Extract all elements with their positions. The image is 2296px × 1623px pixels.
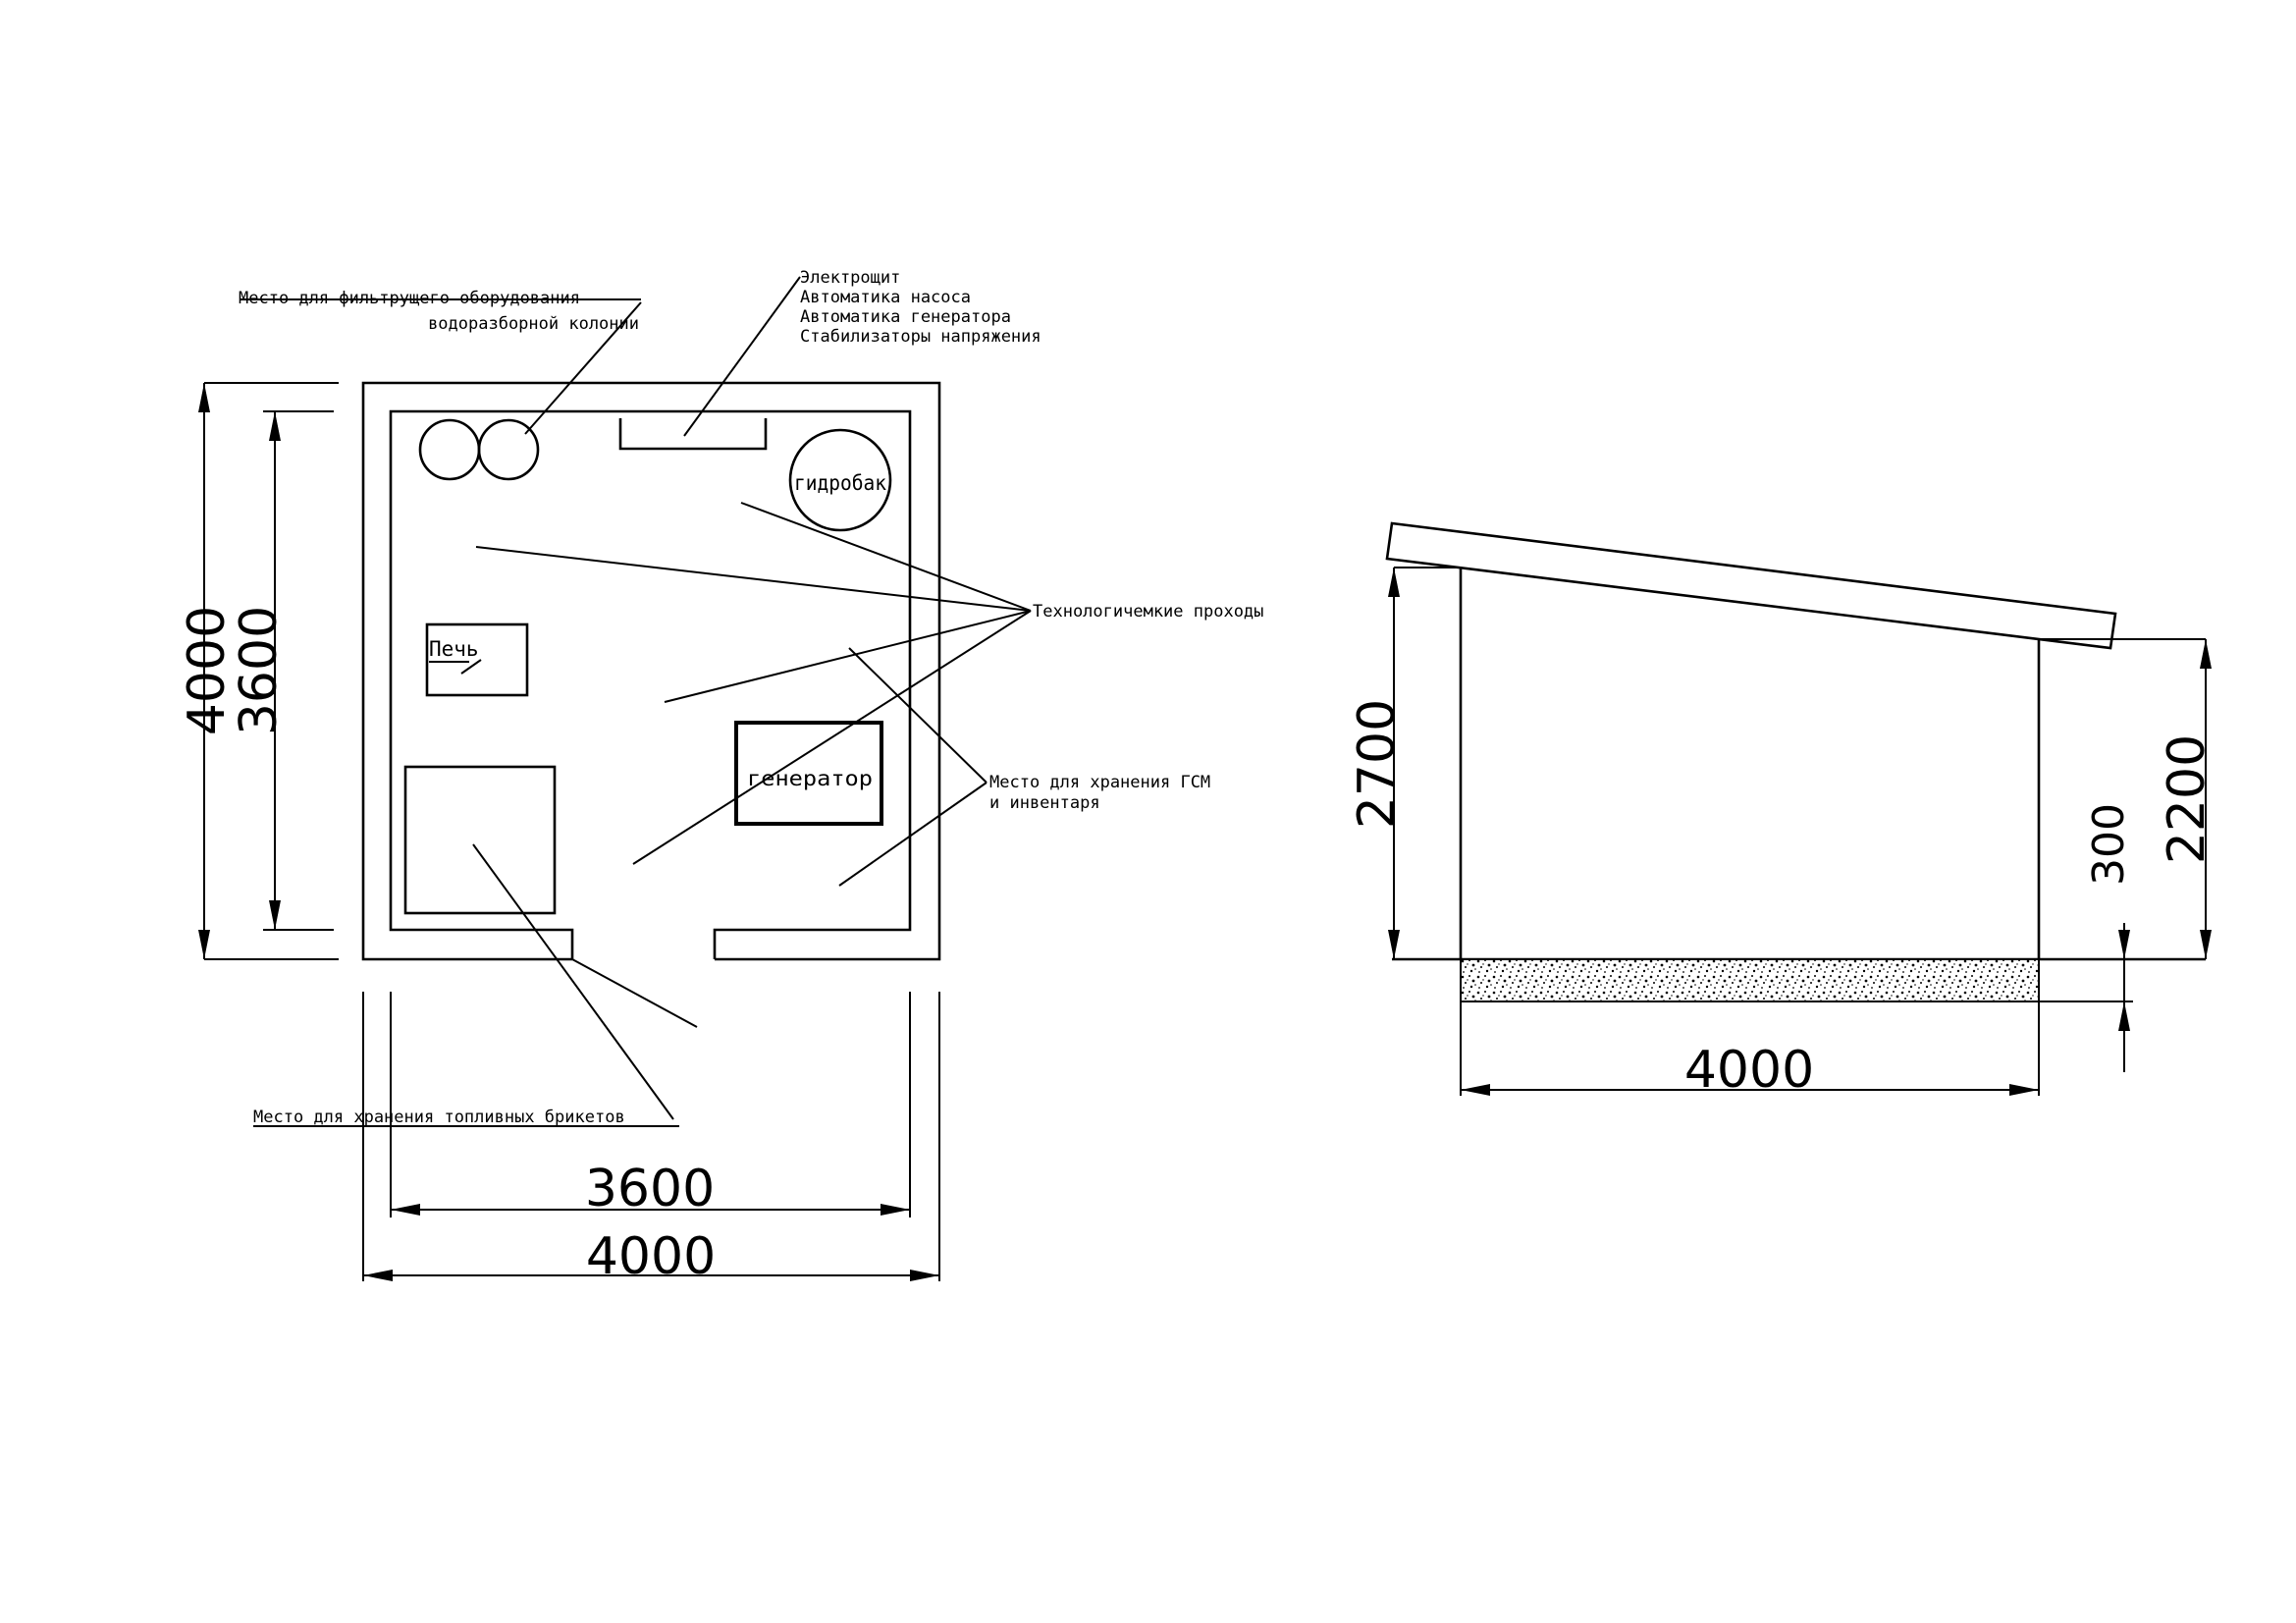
dim-outer-width: 4000 (362, 992, 940, 1286)
section-width-value: 4000 (1684, 1041, 1814, 1100)
passages-note: Технологичемкие проходы (1033, 602, 1263, 622)
section-view: 2700 300 2200 4000 (1348, 521, 2216, 1100)
briquette-storage-box (403, 765, 557, 915)
stove-box (425, 622, 529, 697)
filter-unit-right (477, 418, 540, 481)
panel-note-line4: Стабилизаторы напряжения (800, 327, 1041, 347)
dim-foundation: 300 (2084, 803, 2134, 1072)
generator-box (734, 721, 883, 826)
dim-section-width: 4000 (1460, 1001, 2040, 1100)
outer-wall (361, 381, 941, 961)
right-height-value: 2200 (2158, 734, 2216, 864)
stove-arrow (460, 659, 482, 675)
plan-view: гидробак Печь генератор Место для фильт (178, 268, 1263, 1286)
panel-note-line3: Автоматика генератора (800, 307, 1011, 327)
outer-height-value: 4000 (178, 606, 237, 735)
roof-slab (1385, 521, 2117, 650)
leader-lines (240, 276, 1032, 1127)
dim-inner-height: 3600 (230, 410, 334, 931)
electrical-panel-symbol (618, 418, 768, 451)
filter-note-line2: водоразборной колонии (428, 314, 639, 334)
inner-height-value: 3600 (230, 606, 289, 735)
dim-outer-height: 4000 (178, 382, 339, 960)
hydro-tank-label: гидробак (794, 471, 886, 495)
outer-width-value: 4000 (586, 1227, 716, 1286)
panel-note-line1: Электрощит (800, 268, 900, 288)
storage-note-line2: и инвентаря (989, 793, 1100, 813)
dim-left-height: 2700 (1348, 567, 1461, 959)
filter-unit-left (418, 418, 481, 481)
inner-wall (389, 409, 912, 959)
inner-width-value: 3600 (585, 1160, 715, 1218)
left-height-value: 2700 (1348, 699, 1407, 829)
gravel-foundation (1460, 958, 2040, 1002)
briquettes-note: Место для хранения топливных брикетов (253, 1108, 625, 1127)
stove-label: Печь (429, 637, 479, 661)
storage-note-line1: Место для хранения ГСМ (989, 773, 1210, 792)
hydro-tank-circle (788, 428, 892, 532)
foundation-value: 300 (2084, 803, 2134, 886)
dim-inner-width: 3600 (390, 992, 911, 1218)
dim-right-height: 2200 (2039, 638, 2216, 959)
filter-note-line1: Место для фильтрущего оборудования (239, 289, 580, 308)
panel-note-line2: Автоматика насоса (800, 288, 971, 307)
